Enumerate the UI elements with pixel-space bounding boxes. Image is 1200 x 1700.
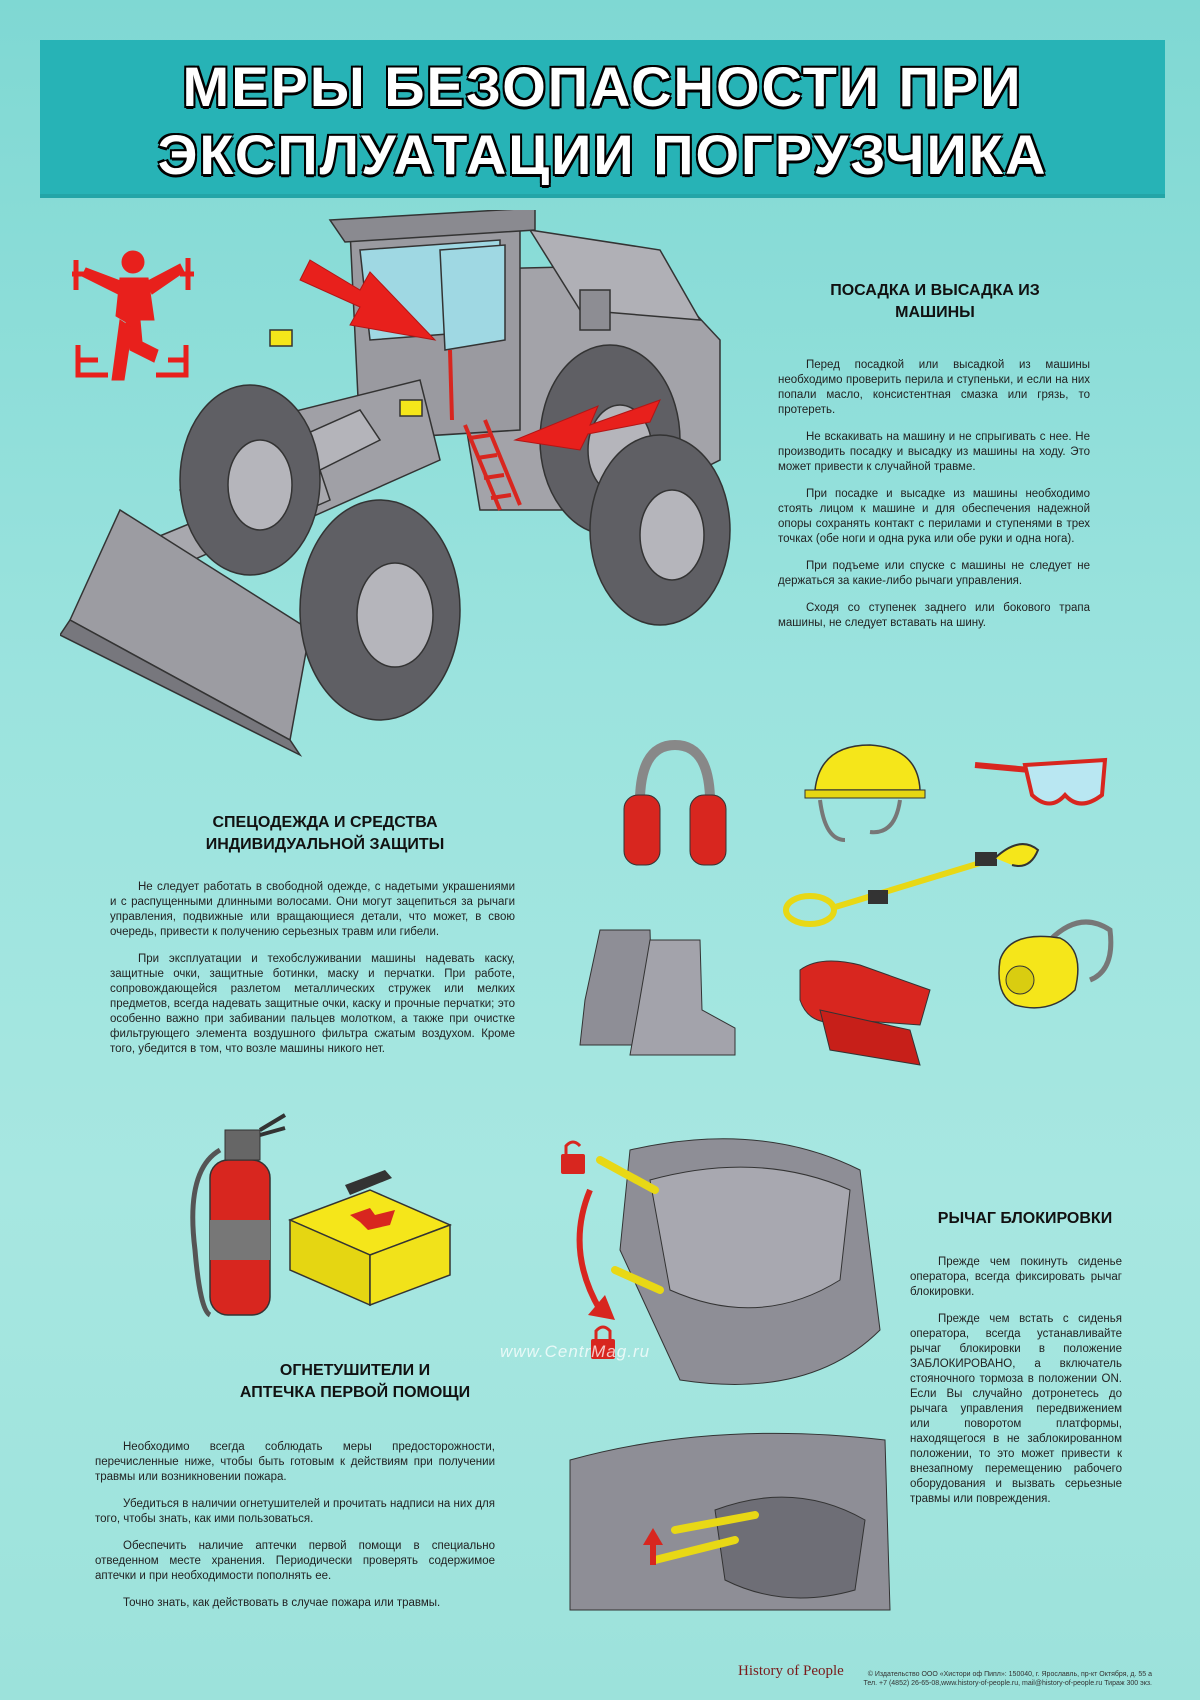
gloves-icon bbox=[799, 960, 931, 1066]
boarding-text: Перед посадкой или высадкой из машины не… bbox=[778, 358, 1090, 643]
respirator-icon bbox=[998, 919, 1114, 1009]
ear-muffs-icon bbox=[623, 740, 727, 866]
boarding-heading-line-2: МАШИНЫ bbox=[895, 304, 975, 321]
lock-lever-seat-illustration bbox=[576, 1138, 881, 1385]
ppe-heading-line-1: СПЕЦОДЕЖДА И СРЕДСТВА bbox=[212, 814, 438, 831]
boarding-paragraph: Перед посадкой или высадкой из машины не… bbox=[778, 359, 1090, 416]
ppe-paragraph: Не следует работать в свободной одежде, … bbox=[110, 881, 515, 938]
first-aid-kit-icon bbox=[288, 1170, 452, 1307]
hard-hat-icon bbox=[804, 744, 926, 842]
footer-line-1: © Издательство ООО «Хистори оф Пипл»: 15… bbox=[867, 1671, 1152, 1678]
ppe-paragraph: При эксплуатации и техобслуживании машин… bbox=[110, 953, 515, 1055]
ppe-text: Не следует работать в свободной одежде, … bbox=[110, 880, 515, 1069]
fire-paragraph: Убедиться в наличии огнетушителей и проч… bbox=[95, 1498, 495, 1525]
fire-heading: ОГНЕТУШИТЕЛИ И АПТЕЧКА ПЕРВОЙ ПОМОЩИ bbox=[210, 1360, 500, 1404]
lock-text: Прежде чем покинуть сиденье оператора, в… bbox=[910, 1255, 1122, 1519]
lock-paragraph: Прежде чем встать с сиденья оператора, в… bbox=[910, 1313, 1122, 1505]
footer-line-2: Тел. +7 (4852) 26-65-08,www.history-of-p… bbox=[863, 1680, 1152, 1687]
boarding-heading: ПОСАДКА И ВЫСАДКА ИЗ МАШИНЫ bbox=[770, 280, 1100, 324]
fire-heading-line-2: АПТЕЧКА ПЕРВОЙ ПОМОЩИ bbox=[239, 1384, 471, 1401]
title-band: МЕРЫ БЕЗОПАСНОСТИ ПРИ ЭКСПЛУАТАЦИИ ПОГРУ… bbox=[40, 40, 1165, 198]
three-point-contact-icon bbox=[72, 250, 194, 381]
boarding-paragraph: При подъеме или спуске с машины не следу… bbox=[778, 560, 1090, 587]
publisher-logo: History of People bbox=[738, 1663, 844, 1679]
boarding-paragraph: Не вскакивать на машину и не спрыгивать … bbox=[778, 431, 1090, 473]
ppe-heading: СПЕЦОДЕЖДА И СРЕДСТВА ИНДИВИДУАЛЬНОЙ ЗАЩ… bbox=[160, 812, 490, 856]
fire-extinguisher-icon bbox=[190, 1113, 287, 1318]
safety-rope-icon bbox=[783, 843, 1040, 927]
boots-icon bbox=[579, 929, 736, 1056]
fire-text: Необходимо всегда соблюдать меры предост… bbox=[95, 1440, 495, 1623]
safety-glasses-icon bbox=[974, 757, 1108, 806]
watermark: www.CentrMag.ru bbox=[500, 1342, 651, 1361]
title-line-1: МЕРЫ БЕЗОПАСНОСТИ ПРИ bbox=[182, 55, 1023, 118]
boarding-heading-line-1: ПОСАДКА И ВЫСАДКА ИЗ bbox=[830, 282, 1040, 299]
lock-paragraph: Прежде чем покинуть сиденье оператора, в… bbox=[910, 1256, 1122, 1298]
lock-heading: РЫЧАГ БЛОКИРОВКИ bbox=[937, 1210, 1113, 1227]
boarding-paragraph: При посадке и высадке из машины необходи… bbox=[778, 488, 1090, 545]
padlock-icon bbox=[591, 1325, 615, 1359]
lock-lever-console-illustration bbox=[569, 1432, 891, 1611]
red-arrow-icon bbox=[299, 259, 661, 451]
fire-paragraph: Точно знать, как действовать в случае по… bbox=[123, 1597, 441, 1609]
title-line-2: ЭКСПЛУАТАЦИИ ПОГРУЗЧИКА bbox=[157, 123, 1048, 186]
wheel-loader-illustration bbox=[60, 210, 731, 757]
padlock-icon bbox=[561, 1140, 585, 1174]
fire-paragraph: Обеспечить наличие аптечки первой помощи… bbox=[95, 1540, 495, 1582]
fire-paragraph: Необходимо всегда соблюдать меры предост… bbox=[95, 1441, 495, 1483]
footer-credits: © Издательство ООО «Хистори оф Пипл»: 15… bbox=[864, 1670, 1152, 1688]
fire-heading-line-1: ОГНЕТУШИТЕЛИ И bbox=[279, 1362, 431, 1379]
ppe-heading-line-2: ИНДИВИДУАЛЬНОЙ ЗАЩИТЫ bbox=[205, 836, 445, 853]
boarding-paragraph: Сходя со ступенек заднего или бокового т… bbox=[778, 602, 1090, 629]
